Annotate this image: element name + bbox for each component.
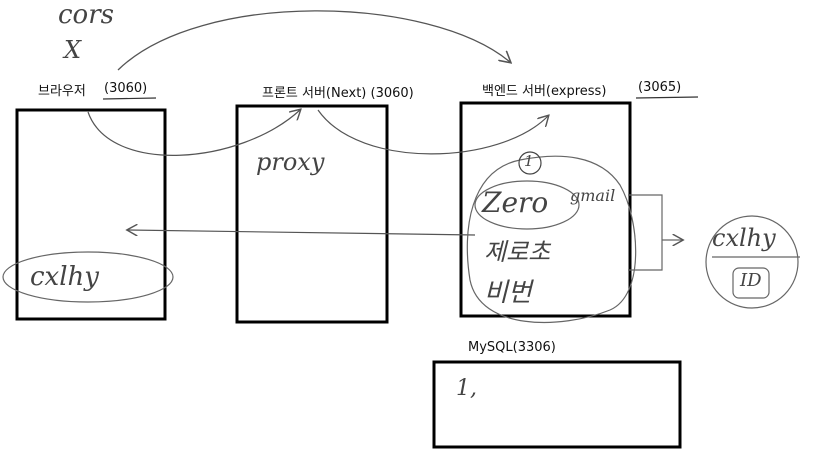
back-server-label: 백엔드 서버(express) (482, 84, 607, 99)
back-port-label: (3065) (638, 80, 682, 95)
front-server-box (235, 104, 389, 324)
cors-arrow (117, 10, 510, 71)
step-circle (518, 151, 542, 175)
browser-cookie-ellipse (2, 251, 174, 303)
korean2-handwriting: 비번 (484, 278, 532, 308)
browser-to-front-arrow (87, 110, 300, 156)
right-cookie-inner (732, 267, 770, 299)
korean1-handwriting: 제로초 (484, 238, 551, 266)
zero-handwriting: Zero (482, 186, 549, 219)
mysql-box (432, 360, 682, 449)
right-bracket (628, 194, 663, 271)
proxy-handwriting: proxy (256, 148, 325, 176)
right-cookie-sub-handwriting: ID (740, 270, 762, 291)
back-to-browser-arrow (128, 230, 476, 235)
back-port-underline (635, 96, 699, 99)
front-to-back-arrow (317, 109, 548, 155)
session-blob (466, 155, 637, 324)
step-number: 1 (524, 152, 534, 170)
browser-port-underline (102, 97, 157, 100)
right-cookie-circle (705, 215, 799, 309)
mysql-note-handwriting: 1, (456, 376, 477, 401)
browser-label: 브라우저 (38, 84, 86, 99)
gmail-handwriting: gmail (570, 186, 616, 205)
browser-box (15, 108, 167, 321)
cors-handwriting: cors (58, 0, 114, 30)
right-cookie-handwriting: cxlhy (712, 224, 776, 252)
browser-cookie-handwriting: cxlhy (30, 262, 99, 292)
front-server-label: 프론트 서버(Next) (3060) (262, 86, 414, 101)
mysql-label: MySQL(3306) (468, 340, 556, 355)
zero-ellipse (474, 180, 580, 230)
browser-port-label: (3060) (104, 81, 148, 96)
cors-x-handwriting: X (64, 36, 82, 64)
